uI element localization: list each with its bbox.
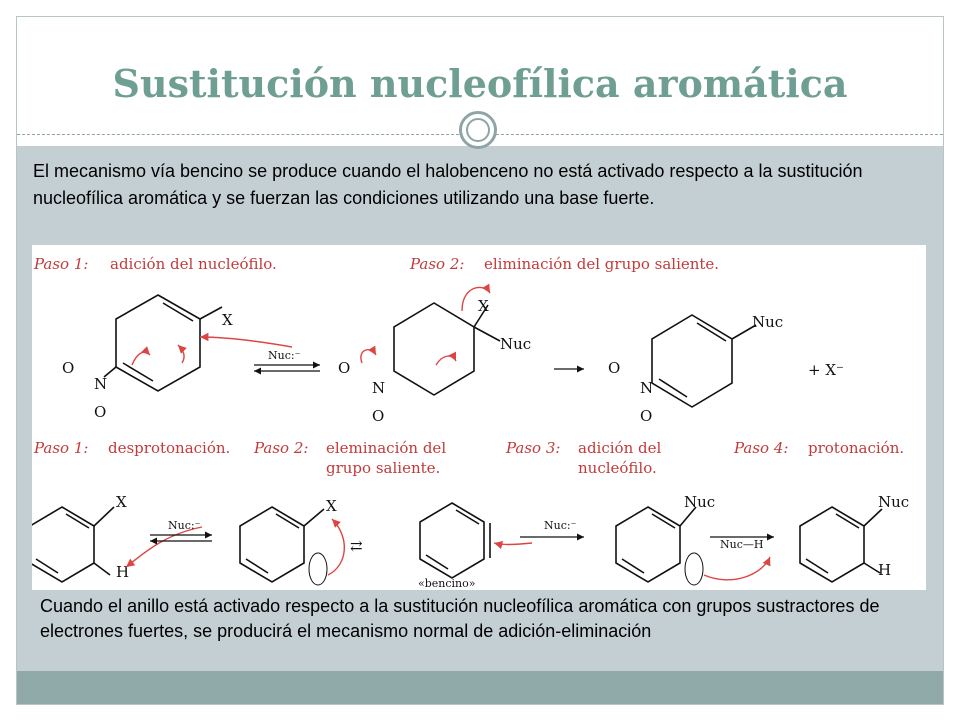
row1-nuc-reagent: Nuc:⁻	[268, 349, 301, 362]
molB-x: X	[326, 497, 337, 515]
row2-step1-text: desprotonación.	[108, 439, 230, 457]
row2-step2-label: Paso 2:	[253, 439, 308, 457]
bottom-text: Cuando el anillo está activado respecto …	[40, 596, 880, 641]
molecule-meisenheimer-complex: X Nuc N O O	[338, 283, 531, 425]
row1-step1-text: adición del nucleófilo.	[110, 255, 277, 273]
slide-title: Sustitución nucleofílica aromática	[112, 61, 848, 106]
reaction-scheme-image: Paso 1: adición del nucleófilo. Paso 2: …	[29, 245, 926, 590]
row2-equilibrium-arrow-icon: ⇄	[350, 537, 363, 555]
molecule-aryl-carbanion: X	[239, 497, 346, 586]
molecule-nucleophile-adduct: Nuc	[615, 493, 771, 586]
molD-nuc: Nuc	[684, 493, 715, 511]
molecule-nitro-haloarene: X N O O	[62, 294, 293, 421]
row1-step2-label: Paso 2:	[409, 255, 464, 273]
mol2-n: N	[372, 379, 385, 397]
row1-step1-label: Paso 1:	[33, 255, 88, 273]
row2-step2-text-b: grupo saliente.	[326, 459, 440, 477]
row2-step4-label: Paso 4:	[733, 439, 788, 457]
row1-step2-text: eliminación del grupo saliente.	[484, 255, 719, 273]
row2-nuch-reagent: Nuc—H	[720, 538, 763, 551]
mol1-o-top: O	[62, 359, 74, 377]
mol3-o-bottom: O	[640, 407, 652, 425]
mol2-x: X	[478, 297, 489, 315]
row2-step4-text: protonación.	[808, 439, 904, 457]
molecule-haloarene: X H	[29, 493, 203, 583]
mol1-o-bottom: O	[94, 403, 106, 421]
molecule-product: Nuc N O O	[608, 313, 783, 425]
row2-step1-label: Paso 1:	[33, 439, 88, 457]
molA-x: X	[116, 493, 127, 511]
molE-nuc: Nuc	[878, 493, 909, 511]
mol2-o-bottom: O	[372, 407, 384, 425]
row2-step3-label: Paso 3:	[505, 439, 560, 457]
mol2-o-top: O	[338, 359, 350, 377]
intro-text: El mecanismo vía bencino se produce cuan…	[33, 161, 863, 208]
divider-ornament-icon	[459, 111, 497, 149]
mol3-nuc: Nuc	[752, 313, 783, 331]
slide-frame	[16, 16, 944, 705]
mol2-nuc: Nuc	[500, 335, 531, 353]
mol1-x: X	[222, 311, 233, 329]
row2-step3-text-a: adición del	[578, 439, 661, 457]
row1-x-minus: + X⁻	[808, 361, 844, 379]
row2-step3-text-b: nucleófilo.	[578, 459, 657, 477]
mol3-o-top: O	[608, 359, 620, 377]
row2-step2-text-a: eleminación del	[326, 439, 446, 457]
molecule-benzyne: «bencino»	[418, 502, 491, 590]
molecule-final-product: Nuc H	[799, 493, 909, 583]
row2-nuc-reagent-2: Nuc:⁻	[544, 519, 577, 532]
bencino-label: «bencino»	[418, 577, 475, 590]
mol3-n: N	[640, 379, 653, 397]
molA-h: H	[116, 563, 129, 581]
mol1-n: N	[94, 375, 107, 393]
molE-h: H	[878, 561, 891, 579]
footer-band	[17, 671, 943, 704]
row2-nuc-reagent-1: Nuc:⁻	[168, 519, 201, 532]
